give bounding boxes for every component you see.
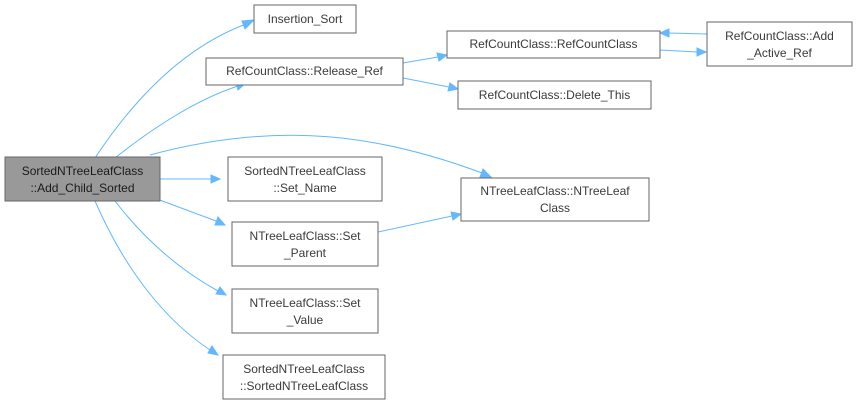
node-sortedntreeleafclass-ctor[interactable]: SortedNTreeLeafClass ::SortedNTreeLeafCl… bbox=[222, 354, 386, 400]
node-label: NTreeLeafClass::Set bbox=[250, 296, 362, 310]
node-label: ::SortedNTreeLeafClass bbox=[240, 379, 368, 393]
node-box bbox=[706, 21, 853, 67]
node-label: RefCountClass::Delete_This bbox=[479, 88, 630, 102]
nodes: SortedNTreeLeafClass ::Add_Child_Sorted … bbox=[4, 4, 853, 400]
node-label: ::Set_Name bbox=[273, 181, 337, 195]
edge-add-child-sorted-to-ntreeleafclass-ctor bbox=[149, 134, 483, 174]
node-label: _Value bbox=[286, 313, 324, 327]
arrowhead bbox=[215, 286, 228, 296]
node-label: SortedNTreeLeafClass bbox=[243, 362, 365, 376]
node-box bbox=[231, 221, 379, 267]
node-label: RefCountClass::RefCountClass bbox=[469, 37, 637, 51]
node-label: SortedNTreeLeafClass bbox=[22, 164, 144, 178]
node-label: ::Add_Child_Sorted bbox=[30, 181, 134, 195]
node-insertion-sort[interactable]: Insertion_Sort bbox=[253, 4, 357, 34]
arrowhead bbox=[241, 19, 256, 30]
arrowhead bbox=[450, 211, 463, 221]
node-delete-this[interactable]: RefCountClass::Delete_This bbox=[457, 80, 652, 110]
node-box bbox=[253, 4, 357, 34]
node-box bbox=[227, 156, 383, 202]
arrowhead bbox=[210, 174, 222, 184]
node-set-parent[interactable]: NTreeLeafClass::Set _Parent bbox=[231, 221, 379, 267]
arrowhead bbox=[696, 47, 708, 57]
node-box bbox=[4, 156, 161, 202]
arrowhead bbox=[658, 28, 670, 38]
edge-add-child-sorted-to-sortedntreeleafclass-ctor bbox=[94, 200, 211, 351]
edge-add-child-sorted-to-release-ref bbox=[114, 85, 239, 159]
arrowhead bbox=[479, 168, 493, 178]
edge-set-parent-to-ntreeleafclass-ctor bbox=[377, 215, 453, 233]
node-set-value[interactable]: NTreeLeafClass::Set _Value bbox=[231, 288, 379, 334]
node-box bbox=[460, 177, 650, 222]
node-label: Class bbox=[540, 201, 570, 215]
node-release-ref[interactable]: RefCountClass::Release_Ref bbox=[205, 57, 404, 86]
node-box bbox=[457, 80, 652, 110]
node-refcountclass-ctor[interactable]: RefCountClass::RefCountClass bbox=[446, 30, 661, 59]
node-label: NTreeLeafClass::NTreeLeaf bbox=[480, 184, 630, 198]
edge-refcountclass-ctor-to-add-active-ref bbox=[659, 49, 698, 53]
node-add-child-sorted[interactable]: SortedNTreeLeafClass ::Add_Child_Sorted bbox=[4, 156, 161, 202]
node-add-active-ref[interactable]: RefCountClass::Add _Active_Ref bbox=[706, 21, 853, 67]
node-label: RefCountClass::Release_Ref bbox=[226, 64, 383, 78]
edge-add-active-ref-to-refcountclass-ctor bbox=[668, 32, 708, 35]
node-box bbox=[222, 354, 386, 400]
node-label: _Active_Ref bbox=[746, 46, 812, 60]
arrowhead bbox=[207, 345, 220, 356]
node-label: SortedNTreeLeafClass bbox=[244, 164, 366, 178]
node-ntreeleafclass-ctor[interactable]: NTreeLeafClass::NTreeLeaf Class bbox=[460, 177, 650, 222]
edge-release-ref-to-delete-this bbox=[402, 77, 450, 88]
node-box bbox=[231, 288, 379, 334]
edge-release-ref-to-refcountclass-ctor bbox=[402, 56, 439, 64]
node-label: RefCountClass::Add bbox=[725, 29, 834, 43]
node-set-name[interactable]: SortedNTreeLeafClass ::Set_Name bbox=[227, 156, 383, 202]
arrowhead bbox=[436, 52, 449, 62]
arrowhead bbox=[214, 216, 227, 226]
edge-add-child-sorted-to-set-parent bbox=[156, 198, 217, 222]
edge-add-child-sorted-to-set-value bbox=[114, 200, 219, 292]
arrowhead bbox=[447, 82, 460, 92]
node-label: Insertion_Sort bbox=[268, 12, 343, 26]
node-box bbox=[205, 57, 404, 86]
node-box bbox=[446, 30, 661, 59]
edge-add-child-sorted-to-insertion-sort bbox=[94, 23, 247, 159]
node-label: NTreeLeafClass::Set bbox=[250, 229, 362, 243]
node-label: _Parent bbox=[283, 246, 327, 260]
